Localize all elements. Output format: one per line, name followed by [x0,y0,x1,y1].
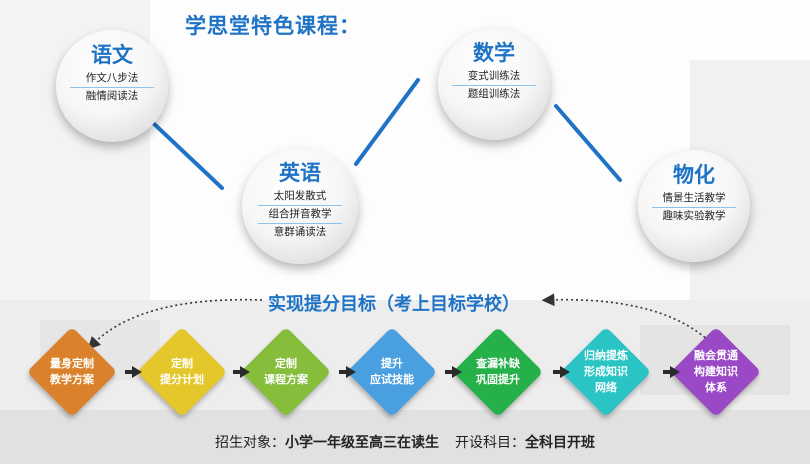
goal-arrow-right [541,293,717,349]
subject-label: 开设科目： [455,435,525,451]
right-arrow-icon [553,366,570,378]
course-subject: 英语 [279,161,321,185]
course-circle-chinese: 语文 作文八步法 融情阅读法 [56,30,168,142]
course-method: 作文八步法 [85,72,139,84]
enroll-label: 招生对象： [215,435,285,451]
step-label: 定制提分计划 [160,357,204,386]
course-method: 趣味实验教学 [652,207,736,225]
step-label: 提升应试技能 [370,357,414,386]
footer-info: 招生对象：小学一年级至高三在读生开设科目：全科目开班 [0,432,810,452]
course-method: 变式训练法 [467,70,521,82]
course-method: 融情阅读法 [70,87,154,105]
right-arrow-icon [445,366,462,378]
course-subject: 数学 [473,41,515,65]
course-method: 组合拼音教学 [258,205,342,223]
goal-text: 实现提分目标（考上目标学校） [268,294,520,315]
page-title: 学思堂特色课程： [185,14,361,38]
connector-line [148,118,224,190]
course-subject: 语文 [91,43,133,67]
course-method: 太阳发散式 [273,190,327,202]
connector-line [354,78,420,166]
step-label: 归纳提炼形成知识网络 [584,349,628,394]
course-method: 意群诵读法 [258,223,342,241]
course-circle-english: 英语 太阳发散式 组合拼音教学 意群诵读法 [242,148,358,264]
step-label: 定制课程方案 [264,357,308,386]
connector-line [554,104,622,182]
course-circle-physics-chemistry: 物化 情景生活教学 趣味实验教学 [638,150,750,262]
right-arrow-icon [125,366,142,378]
enroll-value: 小学一年级至高三在读生 [285,435,439,451]
right-arrow-icon [339,366,356,378]
course-method: 情景生活教学 [662,192,726,204]
right-arrow-icon [233,366,250,378]
course-circle-math: 数学 变式训练法 题组训练法 [438,28,550,140]
course-method: 题组训练法 [452,85,536,103]
right-arrow-icon [663,366,680,378]
course-subject: 物化 [673,163,715,187]
step-label: 量身定制教学方案 [50,357,94,386]
subject-value: 全科目开班 [525,435,595,451]
step-label: 查漏补缺巩固提升 [476,357,520,386]
step-label: 融会贯通构建知识体系 [694,349,738,394]
